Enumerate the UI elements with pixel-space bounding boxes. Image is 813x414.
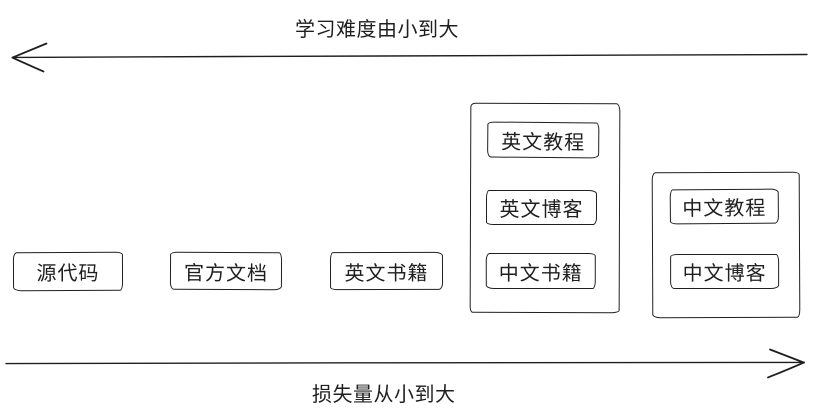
box-label: 官方文档 bbox=[183, 262, 269, 285]
top-axis-label: 学习难度由小到大 bbox=[295, 19, 459, 41]
right-arrow bbox=[5, 348, 805, 379]
left-arrow bbox=[11, 42, 808, 73]
box-label: 英文博客 bbox=[499, 198, 584, 221]
box-chinese-books: 中文书籍 bbox=[485, 252, 596, 290]
box-english-blogs: 英文博客 bbox=[486, 189, 598, 225]
box-chinese-blogs: 中文博客 bbox=[670, 253, 780, 290]
box-label: 中文书籍 bbox=[498, 262, 583, 285]
box-label: 英文教程 bbox=[501, 131, 586, 154]
group-box-english-sources: 英文教程 英文博客 中文书籍 bbox=[469, 102, 621, 314]
box-label: 英文书籍 bbox=[344, 262, 429, 285]
box-source-code: 源代码 bbox=[12, 251, 124, 292]
box-chinese-tutorials: 中文教程 bbox=[669, 188, 779, 225]
box-label: 中文教程 bbox=[682, 197, 767, 221]
box-label: 中文博客 bbox=[682, 262, 767, 286]
bottom-axis-label: 损失量从小到大 bbox=[312, 384, 456, 406]
box-english-tutorials: 英文教程 bbox=[487, 121, 600, 159]
box-official-docs: 官方文档 bbox=[169, 251, 283, 291]
box-label: 源代码 bbox=[36, 262, 100, 286]
group-box-chinese-sources: 中文教程 中文博客 bbox=[651, 171, 801, 319]
box-english-books: 英文书籍 bbox=[329, 251, 444, 291]
